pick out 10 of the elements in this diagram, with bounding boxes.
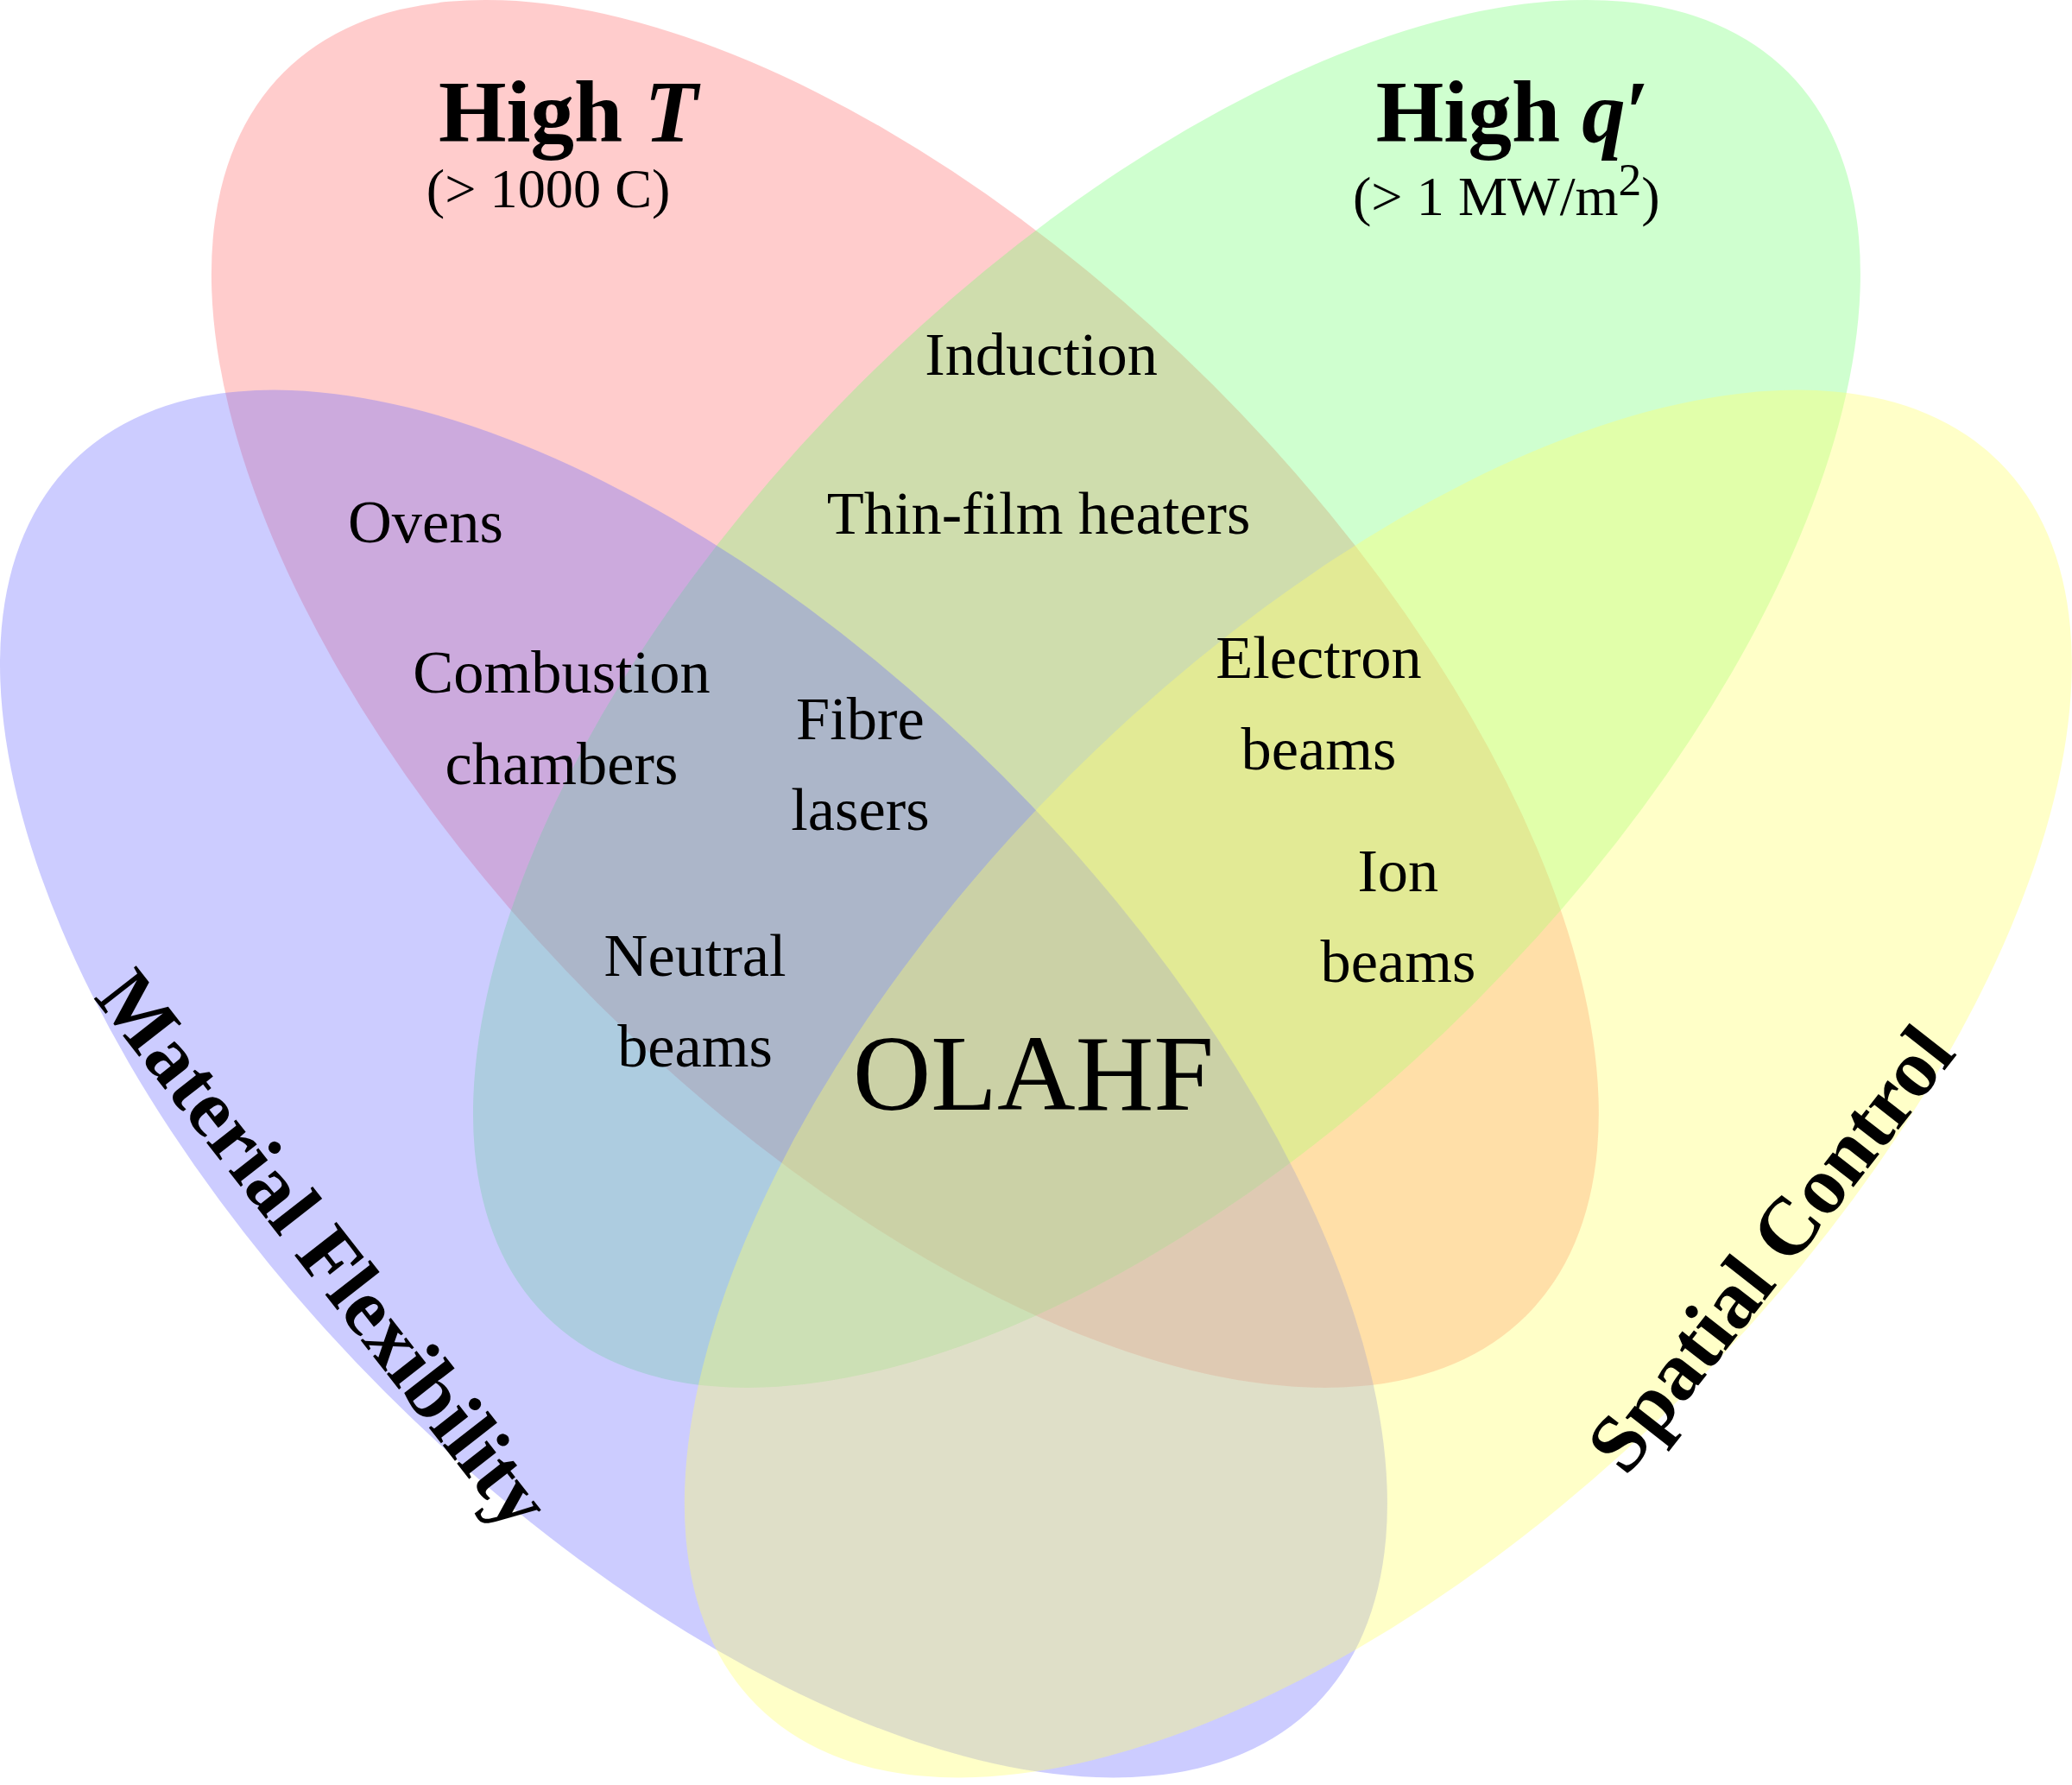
- region-label: Combustion chambers: [412, 637, 711, 799]
- set-title: High q′: [1375, 66, 1651, 159]
- region-label: Thin-film heaters: [825, 478, 1252, 548]
- region-label: Ovens: [346, 487, 504, 558]
- region-label: Electron beams: [1215, 623, 1423, 785]
- region-label: Neutral beams: [603, 920, 787, 1082]
- set-subtitle: (> 1000 C): [426, 160, 671, 218]
- region-label: Ion beams: [1319, 835, 1477, 997]
- region-label: Induction: [924, 320, 1159, 390]
- region-label: Fibre lasers: [790, 683, 931, 845]
